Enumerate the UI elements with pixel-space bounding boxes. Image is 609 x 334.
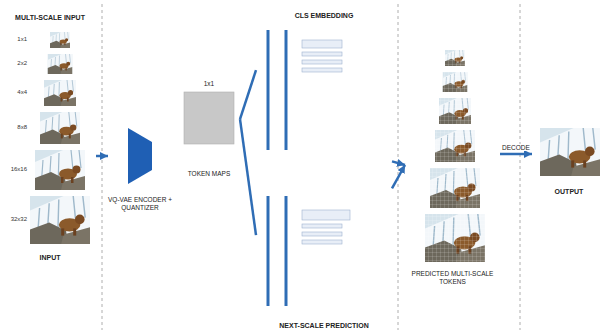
node-caption: PREDICTED MULTI-SCALE TOKENS [405, 270, 500, 286]
branch-panel: NEXT-SCALE PREDICTION [256, 184, 392, 330]
input-image [35, 150, 85, 190]
divider [398, 4, 399, 330]
flow-arrow [240, 119, 256, 235]
edge-label: DECODE [501, 144, 531, 151]
divider [102, 4, 103, 330]
scale-label: 8x8 [3, 124, 27, 131]
token-bar [267, 30, 270, 150]
output-block: OUTPUT [532, 112, 606, 196]
output-scale-image [425, 214, 485, 262]
input-image [48, 54, 73, 74]
input-image [50, 32, 70, 48]
scale-label: 16x16 [3, 166, 27, 173]
scale-label: 1x1 [3, 36, 27, 43]
encoder-block: VQ-VAE ENCODER + QUANTIZER [108, 100, 172, 212]
output-scale-image [439, 98, 471, 124]
output-image [540, 128, 600, 176]
output-scale-image [445, 50, 465, 66]
branch-panel: CLS EMBEDDING [256, 12, 392, 178]
token-cell [302, 40, 342, 48]
input-image [40, 112, 80, 144]
token-cell [302, 210, 350, 220]
token-cell [302, 60, 342, 64]
encoder-trapezoid [128, 128, 152, 184]
grid-overlay [443, 72, 468, 92]
grid-overlay [439, 98, 471, 124]
token-cell [302, 232, 342, 236]
scale-label: 32x32 [3, 216, 27, 223]
token-cell [302, 68, 342, 72]
flow-arrow [240, 70, 256, 119]
section-dividers [102, 4, 520, 330]
node-heading: 1x1 [178, 80, 240, 88]
node-caption: NEXT-SCALE PREDICTION [256, 322, 392, 330]
node-caption: TOKEN MAPS [178, 170, 240, 178]
token-map-square [184, 92, 234, 144]
input-image [30, 196, 90, 244]
input-image [44, 80, 76, 106]
input-group: MULTI-SCALE INPUT INPUT [4, 14, 96, 262]
node-caption: OUTPUT [532, 188, 606, 196]
divider [520, 4, 521, 330]
grid-overlay [435, 130, 475, 162]
token-cell [302, 240, 342, 244]
scale-label: 2x2 [3, 60, 27, 67]
token-bar [267, 196, 270, 306]
node-heading: MULTI-SCALE INPUT [4, 14, 96, 22]
node-heading: CLS EMBEDDING [256, 12, 392, 20]
scale-label: 4x4 [3, 89, 27, 96]
token-bar [285, 196, 288, 306]
grid-overlay [445, 50, 465, 66]
token-map-block: 1x1TOKEN MAPS [178, 80, 240, 178]
grid-overlay [425, 214, 485, 262]
output-scale-image [443, 72, 468, 92]
flow-arrow [392, 161, 405, 165]
token-bar [285, 30, 288, 150]
output-scale-image [430, 168, 480, 208]
token-cell [302, 224, 342, 228]
token-cell [302, 52, 342, 56]
output-pyramid [425, 50, 485, 262]
output-pyramid-group: PREDICTED MULTI-SCALE TOKENS [405, 44, 500, 286]
flow-arrow [500, 153, 532, 156]
node-caption: VQ-VAE ENCODER + QUANTIZER [108, 196, 172, 212]
input-pyramid [30, 32, 90, 244]
output-scale-image [435, 130, 475, 162]
node-caption: INPUT [4, 254, 96, 262]
grid-overlay [430, 168, 480, 208]
flow-arrow [96, 155, 108, 158]
transformer-bars [268, 30, 286, 306]
flow-arrow [392, 165, 405, 188]
token-stack [302, 40, 350, 244]
